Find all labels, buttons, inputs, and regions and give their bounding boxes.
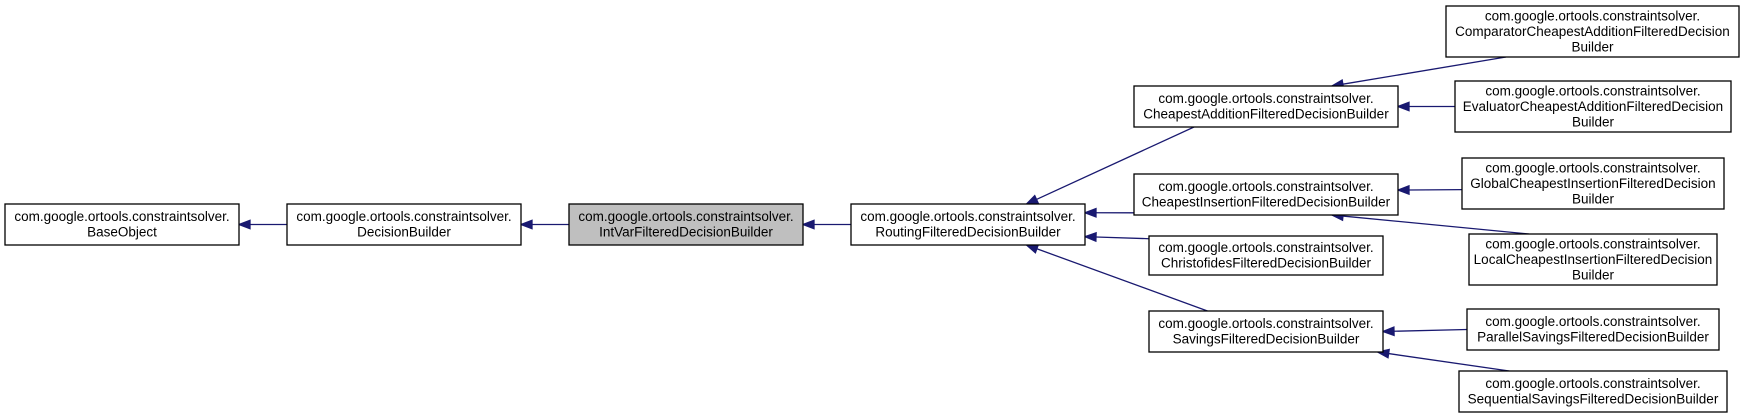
node-label-line: IntVarFilteredDecisionBuilder (599, 225, 773, 240)
arrowhead (1083, 207, 1097, 218)
arrowhead (801, 219, 815, 230)
node-label-line: BaseObject (87, 225, 157, 240)
inheritance-edge (1083, 207, 1135, 218)
class-node-routing-filtered[interactable]: com.google.ortools.constraintsolver.Rout… (850, 203, 1086, 246)
edge-line (1388, 352, 1510, 372)
node-label-line: Builder (1571, 39, 1614, 54)
node-box[interactable] (1148, 310, 1384, 353)
node-box[interactable] (1445, 5, 1740, 58)
inheritance-edge (1396, 184, 1463, 196)
arrowhead (1396, 101, 1410, 112)
class-node-cheapest-insertion[interactable]: com.google.ortools.constraintsolver.Chea… (1133, 173, 1399, 216)
node-label-line: Builder (1572, 191, 1615, 206)
edge-line (1095, 236, 1150, 240)
node-label-line: EvaluatorCheapestAdditionFilteredDecisio… (1463, 99, 1723, 114)
node-label-line: com.google.ortools.constraintsolver. (1158, 179, 1373, 194)
node-label-line: com.google.ortools.constraintsolver. (1485, 236, 1700, 251)
node-label-line: RoutingFilteredDecisionBuilder (875, 225, 1061, 240)
node-label-line: ParallelSavingsFilteredDecisionBuilder (1477, 330, 1709, 345)
class-node-global-cheapest-insertion[interactable]: com.google.ortools.constraintsolver.Glob… (1461, 157, 1725, 210)
class-node-decision-builder[interactable]: com.google.ortools.constraintsolver.Deci… (286, 203, 522, 246)
node-box[interactable] (1148, 235, 1384, 276)
inheritance-edge (1396, 101, 1455, 112)
class-node-cheapest-addition[interactable]: com.google.ortools.constraintsolver.Chea… (1133, 85, 1399, 128)
node-label-line: com.google.ortools.constraintsolver. (14, 209, 229, 224)
arrowhead (1024, 194, 1040, 205)
arrowhead (1396, 184, 1410, 196)
node-label-line: Builder (1572, 114, 1615, 129)
class-node-evaluator-cheapest-addition[interactable]: com.google.ortools.constraintsolver.Eval… (1454, 80, 1732, 133)
class-nodes: com.google.ortools.constraintsolver.Base… (4, 5, 1740, 413)
node-label-line: com.google.ortools.constraintsolver. (296, 209, 511, 224)
node-label-line: CheapestInsertionFilteredDecisionBuilder (1142, 195, 1391, 210)
class-node-parallel-savings[interactable]: com.google.ortools.constraintsolver.Para… (1466, 308, 1720, 351)
node-label-line: com.google.ortools.constraintsolver. (1158, 91, 1373, 106)
node-label-line: com.google.ortools.constraintsolver. (578, 209, 793, 224)
arrowhead (237, 219, 251, 230)
arrowhead (519, 219, 533, 230)
inheritance-edge (1375, 348, 1510, 372)
node-box[interactable] (568, 203, 804, 246)
inheritance-edge (1381, 326, 1468, 337)
node-label-line: Builder (1572, 267, 1615, 282)
node-label-line: CheapestAdditionFilteredDecisionBuilder (1143, 107, 1389, 122)
node-label-line: com.google.ortools.constraintsolver. (1158, 316, 1373, 331)
inheritance-edge (801, 219, 851, 230)
node-box[interactable] (1133, 85, 1399, 128)
node-label-line: com.google.ortools.constraintsolver. (1485, 8, 1700, 23)
node-label-line: SequentialSavingsFilteredDecisionBuilder (1468, 392, 1719, 407)
node-box[interactable] (1133, 173, 1399, 216)
edge-line (1036, 126, 1195, 200)
node-label-line: com.google.ortools.constraintsolver. (1485, 83, 1700, 98)
node-label-line: GlobalCheapestInsertionFilteredDecision (1470, 176, 1715, 191)
node-label-line: com.google.ortools.constraintsolver. (1485, 376, 1700, 391)
inheritance-edge (237, 219, 287, 230)
class-node-sequential-savings[interactable]: com.google.ortools.constraintsolver.Sequ… (1458, 370, 1728, 413)
node-box[interactable] (1466, 308, 1720, 351)
class-node-intvar-filtered[interactable]: com.google.ortools.constraintsolver.IntV… (568, 203, 804, 246)
node-box[interactable] (286, 203, 522, 246)
class-node-base-object[interactable]: com.google.ortools.constraintsolver.Base… (4, 203, 240, 246)
inheritance-edge (519, 219, 569, 230)
node-label-line: SavingsFilteredDecisionBuilder (1173, 332, 1360, 347)
node-label-line: DecisionBuilder (357, 225, 451, 240)
edge-line (1393, 328, 1468, 332)
inheritance-edge (1024, 126, 1195, 205)
edge-line (1342, 56, 1507, 85)
node-label-line: com.google.ortools.constraintsolver. (1158, 240, 1373, 255)
arrowhead (1381, 326, 1395, 337)
class-node-savings[interactable]: com.google.ortools.constraintsolver.Savi… (1148, 310, 1384, 353)
inheritance-edges (237, 56, 1530, 372)
node-label-line: ComparatorCheapestAdditionFilteredDecisi… (1455, 24, 1730, 39)
node-box[interactable] (850, 203, 1086, 246)
node-label-line: ChristofidesFilteredDecisionBuilder (1161, 256, 1372, 271)
node-box[interactable] (1458, 370, 1728, 413)
node-label-line: com.google.ortools.constraintsolver. (1485, 314, 1700, 329)
inheritance-edge (1083, 231, 1150, 243)
node-label-line: com.google.ortools.constraintsolver. (1485, 160, 1700, 175)
node-box[interactable] (1468, 233, 1718, 286)
node-label-line: com.google.ortools.constraintsolver. (860, 209, 1075, 224)
class-node-christofides[interactable]: com.google.ortools.constraintsolver.Chri… (1148, 235, 1384, 276)
node-box[interactable] (1461, 157, 1725, 210)
arrowhead (1083, 231, 1097, 243)
edge-line (1036, 248, 1208, 312)
edge-line (1342, 215, 1530, 235)
node-label-line: LocalCheapestInsertionFilteredDecision (1474, 252, 1713, 267)
arrowhead (1024, 244, 1040, 254)
node-box[interactable] (1454, 80, 1732, 133)
class-node-local-cheapest-insertion[interactable]: com.google.ortools.constraintsolver.Loca… (1468, 233, 1718, 286)
node-box[interactable] (4, 203, 240, 246)
class-node-comparator-cheapest-addition[interactable]: com.google.ortools.constraintsolver.Comp… (1445, 5, 1740, 58)
